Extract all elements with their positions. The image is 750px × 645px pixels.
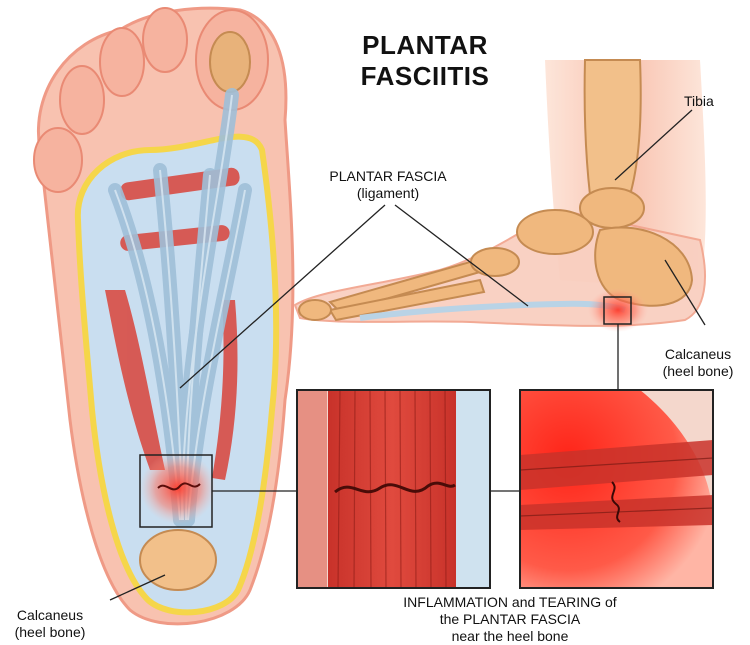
label-plantar-fascia-line1: PLANTAR FASCIA bbox=[329, 168, 447, 184]
label-calcaneus-right-line1: Calcaneus bbox=[664, 346, 732, 362]
foot-bones bbox=[298, 187, 694, 322]
sole-heel-bone bbox=[139, 529, 217, 591]
label-calcaneus-right-line2: (heel bone) bbox=[662, 363, 734, 379]
caption-line2: the PLANTAR FASCIA bbox=[439, 611, 581, 627]
label-calcaneus-right: Calcaneus (heel bone) bbox=[648, 346, 748, 380]
right-tear bbox=[611, 481, 621, 523]
label-tibia-text: Tibia bbox=[684, 93, 714, 109]
label-calcaneus-left-line1: Calcaneus bbox=[16, 607, 84, 623]
side-heel-inflammation bbox=[588, 288, 648, 332]
sole-tear bbox=[157, 482, 201, 491]
label-plantar-fascia-line2: (ligament) bbox=[356, 185, 420, 201]
label-plantar-fascia: PLANTAR FASCIA (ligament) bbox=[318, 168, 458, 202]
foot-side-view bbox=[293, 59, 706, 332]
tibia-bone bbox=[583, 59, 642, 196]
caption-line3: near the heel bone bbox=[451, 628, 569, 644]
big-toe-bone bbox=[209, 31, 251, 93]
zoom-panel-middle bbox=[296, 389, 491, 589]
label-calcaneus-left: Calcaneus (heel bone) bbox=[0, 607, 100, 641]
leader-lines bbox=[109, 109, 706, 601]
caption-line1: INFLAMMATION and TEARING of bbox=[403, 594, 617, 610]
label-tibia: Tibia bbox=[684, 93, 714, 110]
label-calcaneus-left-line2: (heel bone) bbox=[14, 624, 86, 640]
middle-tear bbox=[334, 481, 456, 494]
zoom-panel-right bbox=[519, 389, 714, 589]
caption: INFLAMMATION and TEARING of the PLANTAR … bbox=[360, 594, 660, 645]
diagram-title: PLANTAR FASCIITIS bbox=[360, 30, 490, 91]
foot-sole-view bbox=[33, 6, 295, 626]
